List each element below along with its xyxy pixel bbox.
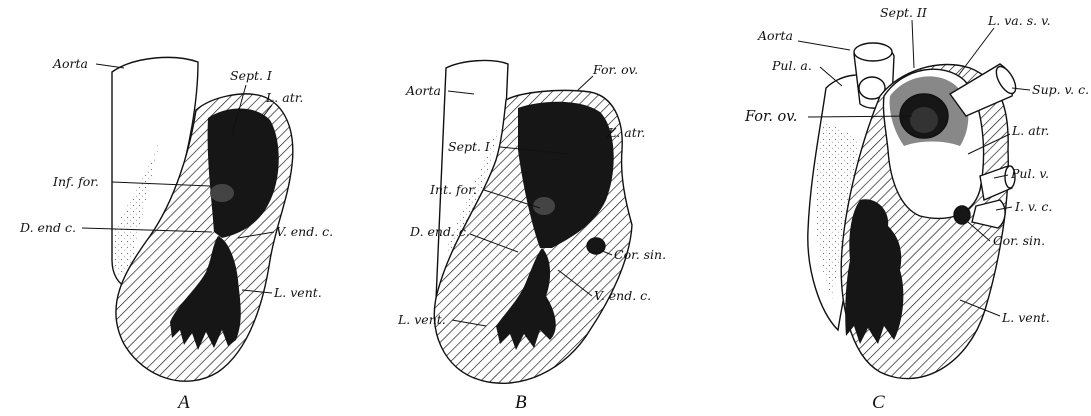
panel-b-label-vendc: V. end. c. (594, 288, 651, 303)
panel-c-label-lvasv: L. va. s. v. (987, 13, 1051, 28)
panel-a-caption: A (176, 392, 190, 413)
panel-c-caption: C (872, 392, 885, 413)
panel-c-label-lvent: L. vent. (1001, 310, 1050, 325)
panel-a-interventricular-foramen (210, 184, 234, 202)
panel-a-label-lvent: L. vent. (273, 285, 322, 300)
panel-b-label-forov: For. ov. (592, 62, 638, 77)
panel-a-label-latr: L. atr. (265, 90, 303, 105)
panel-c-label-pula: Pul. a. (771, 58, 812, 73)
panel-b-label-aorta: Aorta (405, 83, 441, 98)
panel-b-label-corsin: Cor. sin. (614, 247, 666, 262)
panel-c: C (808, 43, 1020, 413)
panel-c-label-pulv: Pul. v. (1010, 166, 1049, 181)
panel-b-caption: B (515, 392, 527, 413)
panel-b-label-inffor: Int. for. (429, 182, 477, 197)
panel-b-label-dendc: D. end. c. (409, 224, 470, 239)
panel-a-label-dendc: D. end c. (19, 220, 76, 235)
panel-c-label-ivc: I. v. c. (1014, 199, 1052, 214)
panel-a: A (112, 57, 293, 413)
panel-c-foramen-ovale-inner (910, 107, 938, 133)
panel-b-interatrial-foramen (533, 197, 555, 215)
panel-b-label-sept: Sept. I (448, 139, 491, 154)
panel-b-label-lvent: L. vent. (397, 312, 446, 327)
panel-c-label-latr: L. atr. (1011, 123, 1049, 138)
panel-c-label-sept: Sept. II (880, 5, 928, 20)
panel-a-label-aorta: Aorta (52, 56, 88, 71)
panel-b-coronary-sinus (587, 238, 605, 254)
panel-c-label-supvc: Sup. v. c. (1032, 82, 1089, 97)
panel-c-label-forov: For. ov. (744, 109, 797, 125)
panel-c-label-corsin: Cor. sin. (993, 233, 1045, 248)
panel-a-label-inffor: Inf. for. (52, 174, 99, 189)
panel-a-label-sept: Sept. I (230, 68, 273, 83)
panel-c-coronary-sinus (954, 206, 970, 224)
panel-a-label-vendc: V. end. c. (276, 224, 333, 239)
panel-c-aorta-opening (854, 43, 892, 61)
panel-c-label-aorta: Aorta (757, 28, 793, 43)
panel-b-label-latr: L. atr. (607, 125, 645, 140)
